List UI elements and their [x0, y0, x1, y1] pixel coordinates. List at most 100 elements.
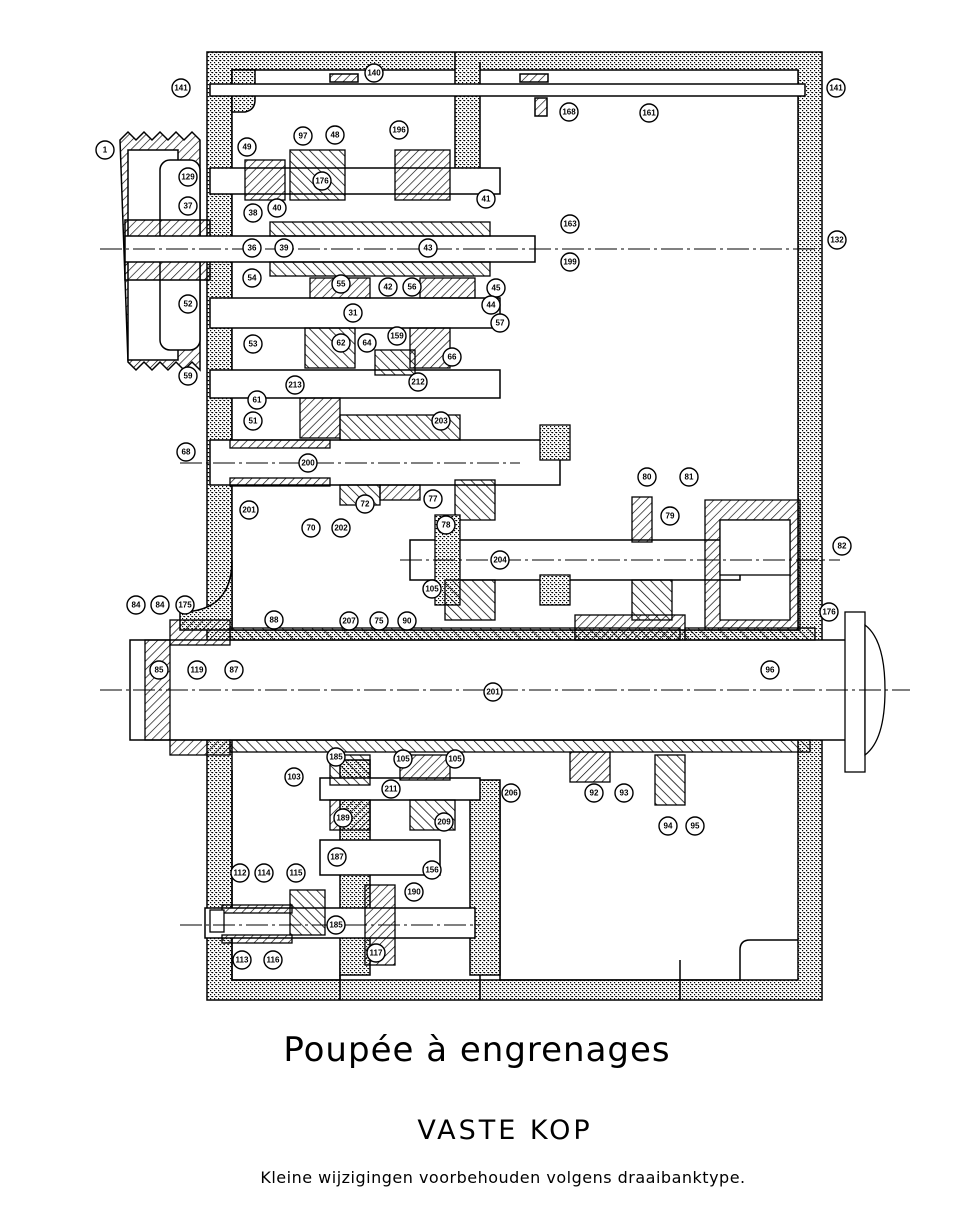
- part-label-141: 141: [171, 78, 191, 98]
- label-circle: [402, 277, 422, 297]
- part-label-49: 49: [237, 137, 257, 157]
- label-circle: [224, 660, 244, 680]
- label-circle: [284, 767, 304, 787]
- label-number: 168: [562, 108, 576, 117]
- label-number: 77: [429, 495, 438, 504]
- label-number: 94: [664, 822, 673, 831]
- label-circle: [490, 550, 510, 570]
- label-circle: [263, 950, 283, 970]
- label-circle: [422, 579, 442, 599]
- label-circle: [369, 611, 389, 631]
- label-number: 52: [184, 300, 193, 309]
- part-label-201: 201: [483, 682, 503, 702]
- label-circle: [326, 915, 346, 935]
- part-label-80: 80: [637, 467, 657, 487]
- label-circle: [178, 196, 198, 216]
- part-label-207: 207: [339, 611, 359, 631]
- label-circle: [242, 238, 262, 258]
- part-label-39: 39: [274, 238, 294, 258]
- part-label-176: 176: [312, 171, 332, 191]
- label-circle: [832, 536, 852, 556]
- label-number: 68: [182, 448, 191, 457]
- label-circle: [230, 863, 250, 883]
- label-circle: [658, 816, 678, 836]
- label-number: 93: [620, 789, 629, 798]
- label-number: 49: [243, 143, 252, 152]
- part-label-51: 51: [243, 411, 263, 431]
- part-label-1: 1: [95, 140, 115, 160]
- label-number: 117: [370, 949, 383, 958]
- part-label-199: 199: [560, 252, 580, 272]
- part-label-204: 204: [490, 550, 510, 570]
- drawing-title: Poupée à engrenages: [283, 1030, 671, 1070]
- label-number: 163: [563, 220, 577, 229]
- part-label-209: 209: [434, 812, 454, 832]
- part-label-62: 62: [331, 333, 351, 353]
- label-circle: [637, 467, 657, 487]
- rod-161: [209, 73, 806, 117]
- part-label-190: 190: [404, 882, 424, 902]
- label-number: 161: [642, 109, 656, 118]
- part-label-90: 90: [397, 611, 417, 631]
- label-number: 41: [482, 195, 491, 204]
- label-number: 187: [330, 853, 344, 862]
- part-label-212: 212: [408, 372, 428, 392]
- label-number: 201: [486, 688, 500, 697]
- label-circle: [175, 595, 195, 615]
- part-label-97: 97: [293, 126, 313, 146]
- label-circle: [355, 494, 375, 514]
- label-number: 203: [434, 417, 448, 426]
- label-number: 85: [155, 666, 164, 675]
- label-number: 105: [425, 585, 439, 594]
- part-label-105: 105: [422, 579, 442, 599]
- label-number: 156: [425, 866, 439, 875]
- part-label-202: 202: [331, 518, 351, 538]
- label-circle: [397, 611, 417, 631]
- part-label-79: 79: [660, 506, 680, 526]
- label-number: 84: [132, 601, 141, 610]
- part-label-211: 211: [381, 779, 401, 799]
- part-label-84: 84: [126, 595, 146, 615]
- part-label-38: 38: [243, 203, 263, 223]
- label-circle: [436, 515, 456, 535]
- label-circle: [247, 390, 267, 410]
- label-number: 81: [685, 473, 694, 482]
- part-label-117: 117: [366, 943, 386, 963]
- label-circle: [339, 611, 359, 631]
- label-number: 36: [248, 244, 257, 253]
- part-label-113: 113: [232, 950, 252, 970]
- label-circle: [393, 749, 413, 769]
- label-number: 202: [334, 524, 348, 533]
- label-circle: [243, 334, 263, 354]
- label-circle: [679, 467, 699, 487]
- part-label-156: 156: [422, 860, 442, 880]
- label-number: 206: [504, 789, 518, 798]
- label-number: 200: [301, 459, 315, 468]
- part-label-31: 31: [343, 303, 363, 323]
- part-label-103: 103: [284, 767, 304, 787]
- label-number: 176: [822, 608, 836, 617]
- label-circle: [423, 489, 443, 509]
- part-label-43: 43: [418, 238, 438, 258]
- part-label-56: 56: [402, 277, 422, 297]
- label-number: 90: [403, 617, 412, 626]
- part-label-72: 72: [355, 494, 375, 514]
- label-number: 97: [299, 132, 308, 141]
- label-number: 54: [248, 274, 257, 283]
- label-number: 105: [448, 755, 462, 764]
- label-circle: [422, 860, 442, 880]
- label-number: 141: [174, 84, 188, 93]
- label-number: 132: [830, 236, 844, 245]
- part-label-95: 95: [685, 816, 705, 836]
- part-label-115: 115: [286, 863, 306, 883]
- label-number: 44: [487, 301, 496, 310]
- part-label-175: 175: [175, 595, 195, 615]
- label-number: 79: [666, 512, 675, 521]
- label-circle: [264, 610, 284, 630]
- part-label-53: 53: [243, 334, 263, 354]
- label-circle: [293, 126, 313, 146]
- label-circle: [378, 277, 398, 297]
- part-label-57: 57: [490, 313, 510, 333]
- label-circle: [239, 500, 259, 520]
- part-label-93: 93: [614, 783, 634, 803]
